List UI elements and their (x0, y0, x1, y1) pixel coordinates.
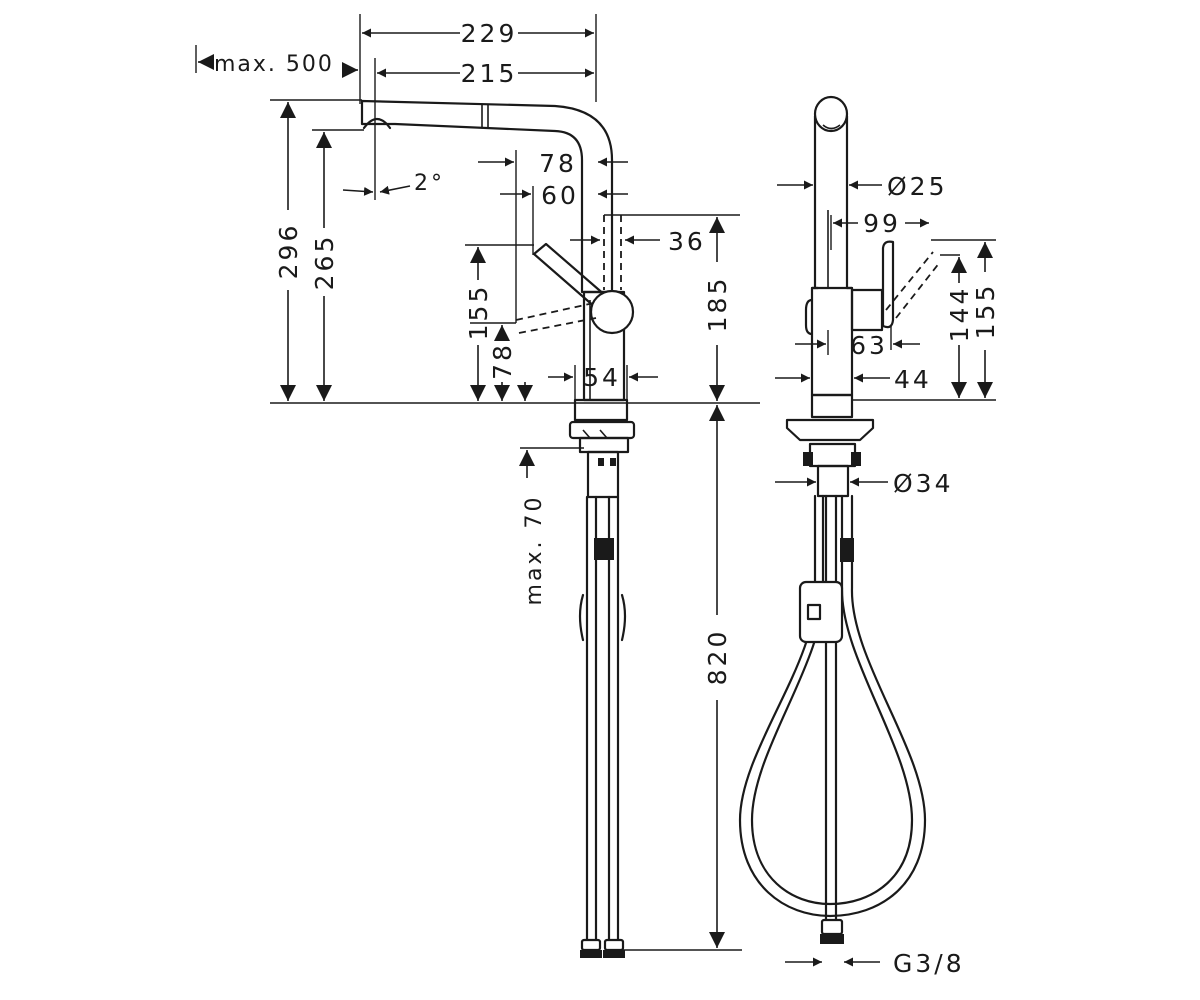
dim-155-front: 155 (464, 284, 493, 341)
side-escutcheon (785, 418, 875, 442)
side-supply-hose (824, 494, 838, 922)
spray-nozzle (362, 117, 392, 130)
dim-63: 63 (850, 331, 888, 360)
dim-78-vertical: 78 (488, 342, 517, 380)
mount-threaded (586, 450, 620, 499)
dim-78-horizontal: 78 (539, 149, 577, 178)
hose-clip (594, 538, 614, 560)
dim-215: 215 (461, 59, 518, 88)
dim-d34: Ø34 (893, 469, 954, 498)
dim-angle-2: 2° (414, 171, 445, 196)
dim-44: 44 (894, 365, 932, 394)
dim-144: 144 (945, 286, 974, 343)
dim-36: 36 (668, 227, 706, 256)
dim-d25: Ø25 (887, 172, 948, 201)
side-nut (803, 452, 861, 466)
dim-max-500: max. 500 (214, 52, 334, 77)
hose-right (607, 495, 620, 942)
side-view (738, 95, 941, 944)
side-lever (881, 240, 895, 329)
hose-left (585, 495, 598, 942)
spout-top (813, 95, 849, 133)
lever-hub (589, 289, 635, 335)
side-body (810, 286, 854, 397)
front-dimensions: 229 max. 500 215 2° 78 60 36 296 26 (195, 14, 760, 951)
dim-max-70: max. 70 (522, 495, 547, 606)
dim-g38: G3/8 (893, 949, 965, 978)
dim-155-side: 155 (971, 283, 1000, 340)
side-column (813, 114, 849, 290)
side-dimensions: Ø25 99 144 155 63 44 Ø34 G3/8 (775, 172, 1000, 978)
pull-out-hose-loop (738, 494, 927, 918)
dim-99: 99 (863, 209, 901, 238)
nut-teeth (598, 458, 616, 466)
dim-229: 229 (461, 19, 518, 48)
dim-54: 54 (583, 363, 621, 392)
dim-185: 185 (703, 276, 732, 333)
dim-265: 265 (310, 234, 339, 291)
dim-820: 820 (703, 629, 732, 686)
dim-60: 60 (541, 181, 579, 210)
escutcheon (568, 420, 636, 440)
side-mount (816, 464, 850, 498)
front-view (360, 99, 636, 958)
dim-296: 296 (274, 223, 303, 280)
base-ring (573, 398, 629, 422)
side-lever-hub (850, 288, 884, 332)
